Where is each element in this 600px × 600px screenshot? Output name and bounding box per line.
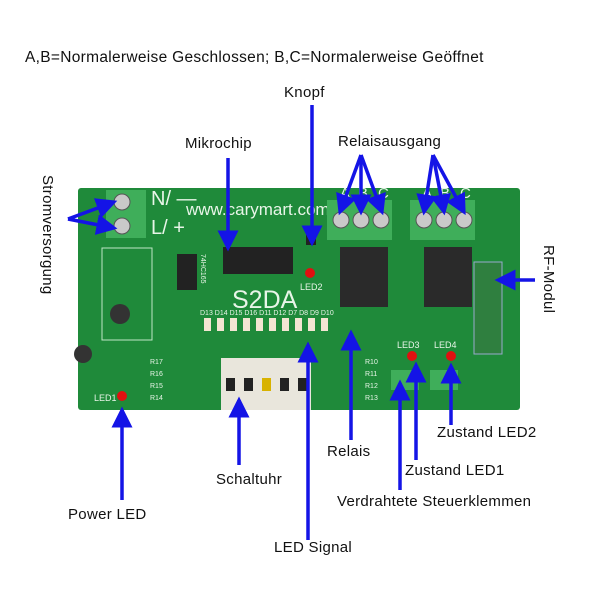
- terminal-c: C: [378, 185, 389, 202]
- silk-74hc165: 74HC165: [199, 254, 206, 284]
- label-power-led: Power LED: [68, 506, 147, 523]
- label-stromversorgung: Stromversorgung: [39, 175, 56, 295]
- rf-module: [473, 261, 503, 355]
- label-relais: Relais: [327, 443, 371, 460]
- silk-led3: LED3: [397, 340, 420, 350]
- terminal-b: B: [358, 185, 368, 202]
- silk-diode-row: D13 D14 D15 D16 D11 D12 D7 D8 D9 D10: [200, 310, 334, 317]
- silk-r11: R11: [365, 371, 377, 378]
- silk-led2: LED2: [300, 282, 323, 292]
- relay-2: [424, 247, 472, 307]
- label-schaltuhr: Schaltuhr: [216, 471, 283, 488]
- annotation-arrows: [67, 105, 535, 540]
- relay-1: [340, 247, 388, 307]
- label-knopf: Knopf: [284, 84, 325, 101]
- label-led-signal: LED Signal: [274, 539, 353, 556]
- label-rf-modul: RF-Modul: [540, 245, 557, 314]
- label-mikrochip: Mikrochip: [185, 135, 252, 152]
- silk-r17: R17: [150, 359, 163, 366]
- terminal-n-label: N/ —: [151, 188, 197, 210]
- silk-led1: LED1: [94, 393, 117, 403]
- led4: [446, 351, 456, 361]
- title-caption: A,B=Normalerweise Geschlossen; B,C=Norma…: [25, 49, 484, 66]
- led3: [407, 351, 417, 361]
- silk-r16: R16: [150, 371, 163, 378]
- label-zustand-led2: Zustand LED2: [437, 424, 537, 441]
- website-silk: www.carymart.com: [185, 200, 330, 219]
- silk-r14: R14: [150, 395, 163, 402]
- model-silk: S2DA: [232, 286, 298, 314]
- label-zustand-led1: Zustand LED1: [405, 462, 505, 479]
- power-terminal-block: [106, 190, 146, 238]
- terminal-l-label: L/ +: [151, 217, 185, 239]
- silk-r10: R10: [365, 359, 378, 366]
- silk-r12: R12: [365, 383, 378, 390]
- microchip: [223, 247, 293, 274]
- silk-r15: R15: [150, 383, 163, 390]
- silk-led4: LED4: [434, 340, 457, 350]
- label-relaisausgang: Relaisausgang: [338, 133, 442, 150]
- led2: [305, 268, 315, 278]
- silk-r13: R13: [365, 395, 378, 402]
- label-steuerklemmen: Verdrahtete Steuerklemmen: [337, 493, 532, 510]
- terminal-c2: C: [460, 185, 471, 202]
- led1: [117, 391, 127, 401]
